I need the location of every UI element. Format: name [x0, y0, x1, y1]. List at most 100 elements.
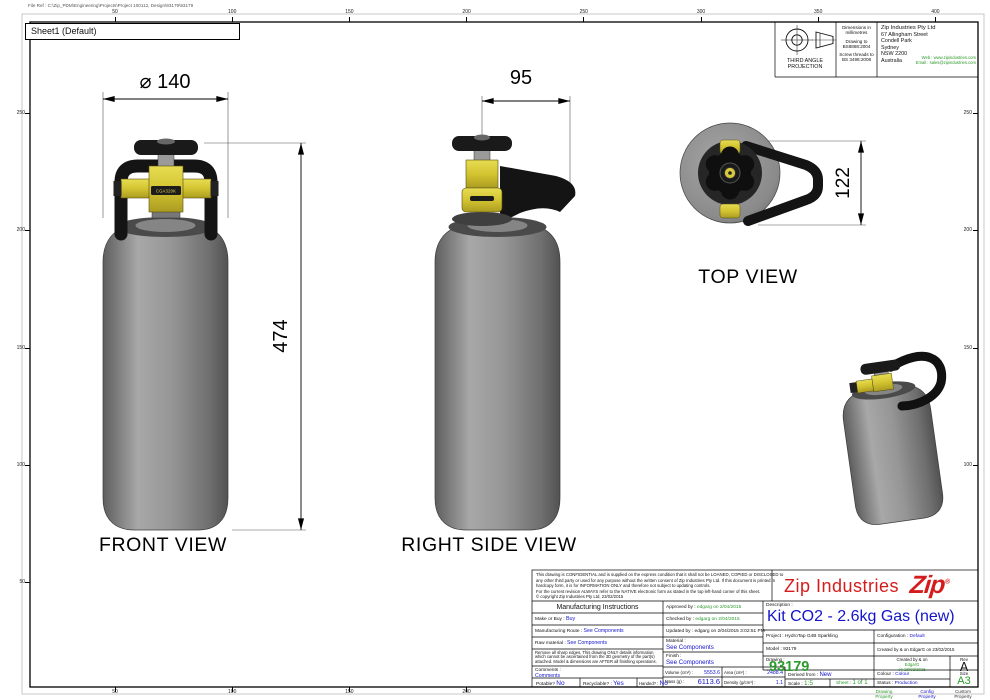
standards-line: millimetres [845, 30, 868, 36]
top-view [679, 122, 866, 226]
ruler-number-bottom: 100 [228, 689, 237, 695]
ruler-tick-right [972, 113, 978, 114]
cylinder-side [434, 222, 561, 531]
ruler-number-right: 250 [963, 110, 972, 116]
model: Model : 93179 [766, 647, 797, 652]
updated-by: Updated by : edgarg on 2/04/2015 3:02:51… [666, 628, 765, 634]
confidentiality-note: This drawing is CONFIDENTIAL and is supp… [536, 572, 783, 600]
right-side-view [434, 96, 576, 531]
ruler-tick-bottom [231, 686, 233, 692]
description-value: Kit CO2 - 2.6kg Gas (new) [767, 608, 955, 625]
company-address-line: Sydney [881, 44, 899, 51]
company-address: Zip Industries Pty Ltd 67 Allingham Stre… [881, 25, 935, 64]
derived-from: Derived from : New [788, 671, 832, 678]
ruler-number-top: 300 [696, 9, 706, 15]
recyclable: Recyclable? : Yes [583, 679, 624, 687]
colour: Colour : Colour [877, 671, 910, 677]
finish: Finish : See Components [666, 653, 714, 667]
volume: Volume (cm³) : 5553.6 [665, 669, 720, 676]
potable: Potable? No [536, 679, 565, 687]
size-label: Size [959, 670, 969, 676]
ruler-tick-left [24, 582, 30, 584]
ruler-tick-top [583, 16, 585, 22]
standards-line: Drawing to [845, 38, 868, 44]
header-block [774, 22, 978, 78]
ruler-tick-left [24, 347, 30, 349]
company-name: Zip Industries Pty Ltd [881, 25, 936, 31]
carry-handle-top [741, 141, 823, 226]
third-angle-projection-icon [781, 25, 836, 55]
confidentiality-line: This drawing is CONFIDENTIAL and is supp… [536, 572, 784, 577]
company-address-line: Australia [881, 57, 902, 64]
ruler-tick-top [934, 16, 936, 22]
valve-side [452, 134, 512, 226]
ruler-number-top: 250 [579, 9, 588, 15]
cylinder-front [102, 222, 229, 531]
company-address-line: 67 Allingham Street [881, 31, 928, 38]
ruler-tick-right [972, 230, 978, 232]
ruler-number-bottom: 200 [462, 689, 471, 695]
handed: Handed? : No [639, 679, 668, 687]
ruler-number-top: 50 [112, 9, 118, 15]
valve-front: CGA320K [113, 138, 219, 219]
dim-width-95: 95 [510, 67, 532, 89]
ruler-number-top: 350 [814, 9, 823, 15]
rev-label: Rev [960, 657, 968, 662]
mass: Mass (g) : 6113.6 [665, 676, 720, 686]
sheet-number: Sheet : 1 of 1 [836, 680, 868, 686]
mi-header: Manufacturing Instructions [556, 603, 639, 611]
standards-line: BS 3498:2008 [841, 57, 872, 63]
approved-by: Approved by : edgarg on 2/04/2015 [666, 604, 742, 610]
raw-material: Raw material : See Components [535, 640, 608, 646]
density: Density (g/cm³) : 1.1 [724, 679, 783, 686]
legend-word: Property [875, 694, 893, 700]
size-value: A3 [957, 674, 971, 687]
sharp-edges-note: Remove all sharp edges. This drawing ONL… [535, 649, 657, 665]
scale: Scale : 1:5 [788, 680, 814, 687]
sheet-tab[interactable]: Sheet1 (Default) [25, 23, 240, 40]
standards-line: Screw threads to [839, 52, 874, 58]
standards-line: BS8888:2004 [842, 43, 871, 49]
valve-label: CGA320K [156, 189, 176, 194]
ruler-number-left: 200 [16, 227, 25, 234]
ruler-tick-top [700, 16, 702, 22]
area: Area (cm²) : 2488.4 [724, 669, 783, 676]
ruler-tick-bottom [348, 686, 350, 692]
legend-word: Property [918, 694, 936, 700]
ruler-tick-left [24, 464, 30, 466]
created-by-top: Created by & on EdgarG on 23/02/2015 [877, 647, 955, 652]
confidentiality-line: © copyright Zip Industries Pty Ltd, 23/0… [536, 594, 624, 600]
ruler-tick-left [24, 230, 30, 232]
ruler-tick-bottom [114, 686, 116, 692]
drawing-frame [29, 21, 979, 688]
ruler-number-top: 200 [462, 9, 471, 15]
third-angle-projection-label: THIRD ANGLE PROJECTION [787, 58, 823, 71]
valve-knob-top [705, 146, 755, 200]
ruler-number-right: 150 [963, 344, 972, 351]
drawing-number: 93179 [769, 659, 810, 675]
ruler-number-top: 100 [228, 9, 237, 15]
ruler-tick-top [348, 16, 350, 22]
legend-word: Drawing [875, 689, 893, 694]
company-email: Email : sales@zipindustries.com [915, 59, 976, 65]
ruler-number-left: 100 [16, 461, 25, 468]
file-reference: File Ref : C:\Zip_PDM\Engineering\Projec… [28, 3, 194, 8]
page-edge [21, 13, 985, 695]
description-label: Description : [766, 603, 793, 608]
legend-word: Config [920, 689, 934, 694]
standards-line: Dimensions in [842, 25, 871, 30]
ruler-tick-left [24, 113, 30, 114]
status: Status : Production [877, 680, 918, 686]
ruler-tick-top [817, 16, 819, 22]
ruler-tick-top [114, 16, 116, 22]
confidentiality-line: hardcopy form, it is for INFORMATION ONL… [536, 583, 711, 589]
company-address-line: Condell Park [881, 38, 912, 45]
ruler-tick-top [231, 16, 233, 22]
comments: Comments : Comments [535, 667, 561, 680]
isometric-view [842, 351, 947, 525]
project: Project : HydroTap G4B Sparkling [766, 634, 838, 639]
dim-height-474: 474 [270, 319, 292, 352]
